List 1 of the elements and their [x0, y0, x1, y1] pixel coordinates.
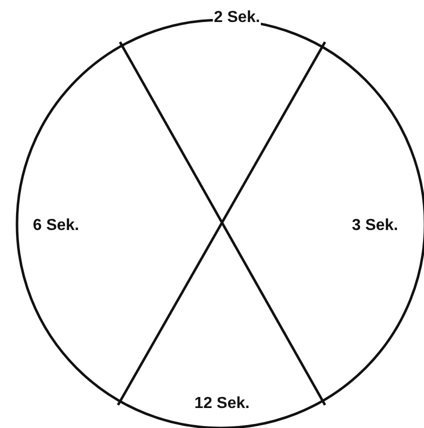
- sector-label: 2 Sek.: [212, 9, 262, 27]
